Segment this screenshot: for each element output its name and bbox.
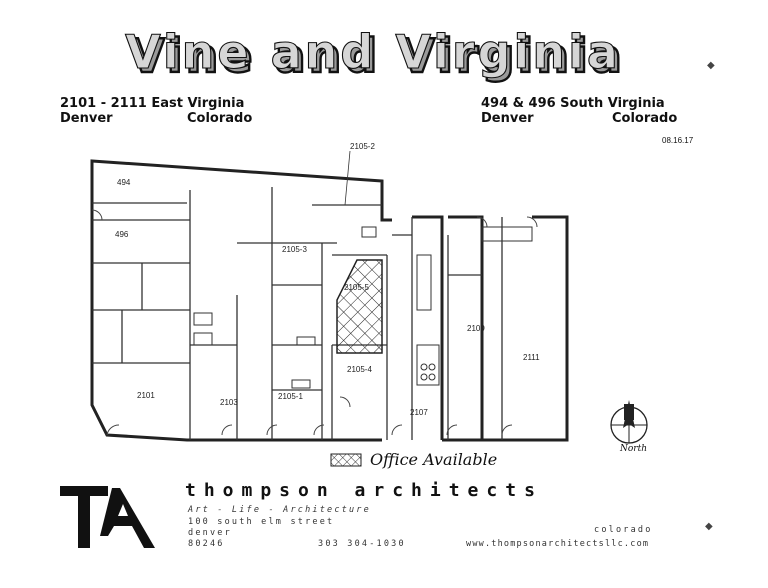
unit-label: 2111 <box>523 353 540 362</box>
right-city: Denver <box>481 111 534 126</box>
available-office-hatch <box>336 259 383 354</box>
unit-label: 2105-1 <box>278 392 303 401</box>
firm-logo <box>60 486 155 548</box>
unit-label: 496 <box>115 230 129 239</box>
unit-label: 2109 <box>467 324 485 333</box>
unit-label: 2105-5 <box>344 283 369 292</box>
left-address-line: 2101 - 2111 East Virginia <box>60 96 245 111</box>
property-title-text: Vine and Virginia <box>125 28 621 79</box>
firm-name: thompson architects <box>185 480 543 501</box>
unit-label: 2105-3 <box>282 245 307 254</box>
left-city: Denver <box>60 111 113 126</box>
firm-city: denver <box>188 528 232 538</box>
firm-zip: 80246 <box>188 539 225 549</box>
right-address: 494 & 496 South Virginia Denver Colorado <box>481 96 701 126</box>
unit-label: 2107 <box>410 408 428 417</box>
floor-plan: 494 496 2105-2 2105-3 2105-5 2105-4 2105… <box>90 142 569 442</box>
interior-walls <box>92 187 503 440</box>
unit-label: 494 <box>117 178 131 187</box>
diamond-icon: ◆ <box>705 521 713 532</box>
unit-label: 2105-4 <box>347 365 372 374</box>
firm-phone: 303 304-1030 <box>318 539 406 549</box>
firm-tagline: Art - Life - Architecture <box>188 505 371 515</box>
property-title-shadow: Vine and Virginia <box>129 29 625 83</box>
unit-label: 2105-2 <box>350 142 375 151</box>
left-state: Colorado <box>187 111 253 126</box>
firm-state: colorado <box>594 525 653 535</box>
north-arrow-icon <box>610 400 648 444</box>
plan-date: 08.16.17 <box>662 136 694 145</box>
exterior-walls <box>90 159 569 442</box>
legend-hatch-swatch <box>330 453 362 467</box>
legend-label: Office Available <box>370 450 498 469</box>
fixtures <box>193 226 533 389</box>
left-address: 2101 - 2111 East Virginia Denver Colorad… <box>60 96 270 126</box>
property-title: Vine and Virginia Vine and Virginia ◆ <box>125 28 715 84</box>
firm-street: 100 south elm street <box>188 517 335 527</box>
unit-label: 2101 <box>137 391 155 400</box>
unit-label: 2103 <box>220 398 238 407</box>
north-label: North <box>620 444 648 454</box>
right-state: Colorado <box>612 111 678 126</box>
firm-website: www.thompsonarchitectsllc.com <box>466 539 650 549</box>
right-address-line: 494 & 496 South Virginia <box>481 96 665 111</box>
door-swings <box>91 209 538 436</box>
diamond-icon: ◆ <box>707 60 715 71</box>
